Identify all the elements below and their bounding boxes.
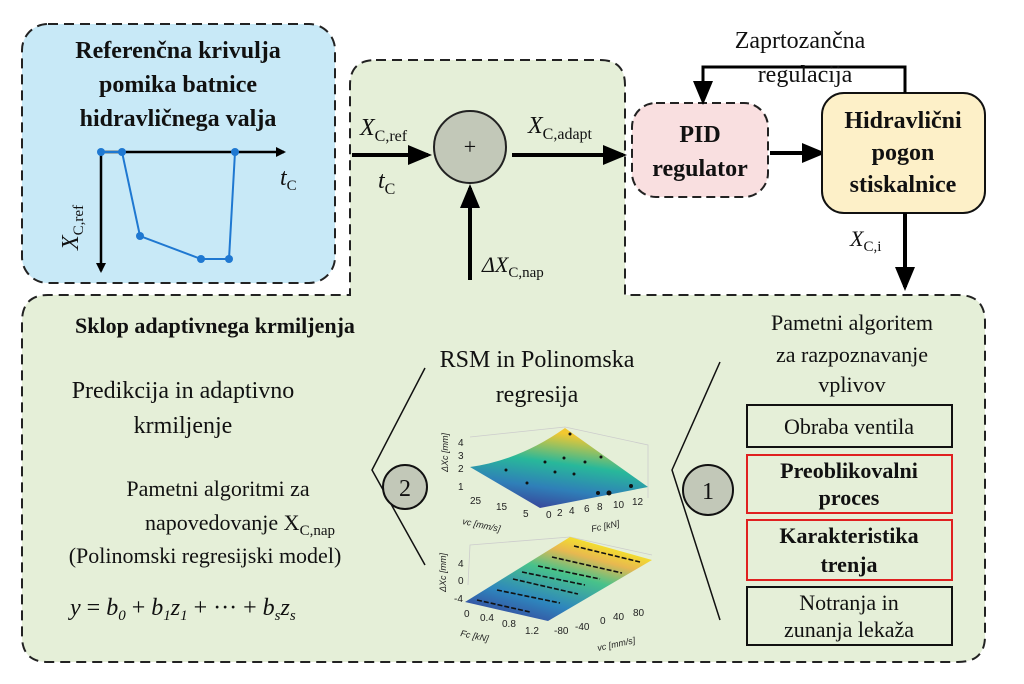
recognition-title: za razpoznavanje: [776, 342, 928, 367]
plot-2-z-label: ΔXc [mm]: [438, 552, 448, 593]
summing-symbol: +: [464, 134, 476, 159]
time-axis-label: tC: [280, 165, 297, 194]
plot-2-y-tick: -80: [554, 626, 569, 637]
svg-text:zunanja lekaža: zunanja lekaža: [784, 617, 914, 642]
plot-2-z-tick: -4: [454, 594, 463, 605]
plot-2-box: [467, 536, 653, 586]
drive-output-label: XC,i: [849, 226, 881, 255]
adaptive-control-block: [21, 59, 986, 663]
plot-1-x-tick: 15: [496, 502, 508, 513]
rsm-title: regresija: [496, 382, 579, 408]
reference-input-label: XC,ref: [359, 115, 408, 145]
influence-item: Notranja in zunanja lekaža: [746, 586, 953, 646]
svg-text:Notranja in: Notranja in: [799, 590, 899, 615]
adaptive-title: Sklop adaptivnega krmiljenja: [75, 313, 355, 338]
reference-curve-points: [97, 148, 239, 263]
plot-2-z-tick: 0: [458, 576, 464, 587]
reference-title-line: Referenčna krivulja: [75, 38, 281, 64]
recognition-title: Pametni algoritem: [771, 310, 933, 335]
reference-title-line: hidravličnega valja: [80, 106, 277, 132]
influence-item-highlighted: Preoblikovalni proces: [746, 454, 953, 514]
plot-1-z-tick: 4: [458, 438, 464, 449]
plot-1-y-tick: 8: [597, 502, 603, 513]
adapted-output-label: XC,adapt: [527, 113, 593, 143]
svg-text:Preoblikovalni: Preoblikovalni: [780, 458, 918, 483]
plot-2-data-points: [476, 545, 641, 613]
step-1-badge: [682, 464, 734, 516]
step-2-number: 2: [399, 476, 411, 502]
plot-1-z-tick: 1: [458, 482, 464, 493]
plot-1-x-tick: 5: [523, 509, 529, 520]
plot-1-x-tick: 25: [470, 496, 482, 507]
plot-1-y-tick: 10: [613, 500, 625, 511]
svg-text:trenja: trenja: [820, 552, 877, 577]
plot-2-x-tick: 0.8: [502, 619, 516, 630]
plot-1-y-tick: 6: [584, 504, 590, 515]
plot-2-x-tick: 0.4: [480, 613, 494, 624]
plot-1-box: [469, 426, 649, 498]
plot-1-y-tick: 4: [569, 506, 575, 517]
rsm-title: RSM in Polinomska: [440, 347, 635, 373]
svg-text:Obraba ventila: Obraba ventila: [784, 414, 914, 439]
regression-formula: y = b0 + b1z1 + ··· + bszs: [68, 595, 296, 624]
prediction-label: krmiljenje: [134, 413, 233, 439]
plot-2-x-tick: 0: [464, 609, 470, 620]
right-chevron: [671, 361, 721, 621]
svg-text:Karakteristika: Karakteristika: [779, 523, 918, 548]
plot-2-y-tick: -40: [575, 622, 590, 633]
plot-2-y-tick: 40: [613, 612, 625, 623]
surface-plot-2: ΔXc [mm] 4 0 -4 0 0.4 0.8 1.2 Fc [kN] -8…: [438, 536, 653, 653]
hydraulic-label: Hidravlični: [844, 108, 962, 134]
svg-text:proces: proces: [819, 485, 880, 510]
feedback-label: regulacija: [758, 62, 853, 88]
correction-input-label: ΔXC,nap: [481, 252, 544, 281]
left-chevron: [371, 367, 426, 566]
plot-2-y-tick: 80: [633, 608, 645, 619]
algorithms-label: (Polinomski regresijski model): [69, 543, 342, 568]
step-2-badge: [382, 464, 428, 510]
influence-item: Obraba ventila: [746, 404, 953, 448]
summing-junction: [433, 110, 507, 184]
plot-1-data-points: [504, 432, 633, 496]
time-input-label: tC: [378, 168, 395, 198]
feedback-label: Zaprtozančna: [735, 28, 866, 54]
reference-title-line: pomika batnice: [99, 72, 257, 98]
position-axis-label: XC,ref: [58, 205, 87, 251]
algorithms-label: napovedovanje XC,nap: [145, 510, 335, 539]
plot-1-z-tick: 3: [458, 451, 464, 462]
step-1-number: 1: [702, 479, 714, 505]
algorithms-label: Pametni algoritmi za: [126, 476, 310, 501]
prediction-label: Predikcija in adaptivno: [72, 378, 295, 404]
plot-2-z-tick: 4: [458, 559, 464, 570]
plot-1-y-tick: 12: [632, 497, 644, 508]
hydraulic-label: pogon: [872, 140, 935, 166]
plot-2-x-tick: 1.2: [525, 626, 539, 637]
hydraulic-label: stiskalnice: [850, 172, 957, 198]
feedback-loop-arrow: [693, 65, 907, 105]
plot-2-y-tick: 0: [600, 616, 606, 627]
reference-curve-block: Referenčna krivulja pomika batnice hidra…: [21, 23, 336, 284]
plot-1-z-tick: 2: [458, 464, 464, 475]
pid-regulator-block: [631, 102, 769, 198]
influence-item-highlighted: Karakteristika trenja: [746, 519, 953, 581]
plot-1-y-tick: 2: [557, 508, 563, 519]
recognition-title: vplivov: [818, 372, 885, 397]
plot-1-surface: [470, 428, 648, 508]
plot-1-z-label: ΔXc [mm]: [440, 432, 450, 473]
pid-label: PID: [679, 122, 720, 148]
pid-label: regulator: [652, 156, 748, 182]
plot-1-y-tick: 0: [546, 510, 552, 521]
